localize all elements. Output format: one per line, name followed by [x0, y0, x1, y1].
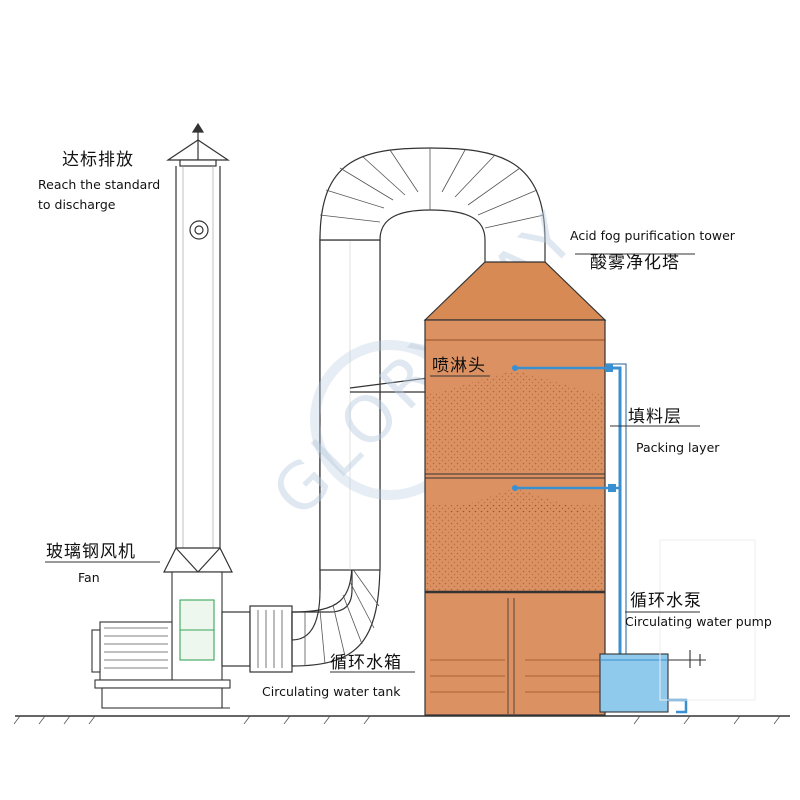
pump-label-zh: 循环水泵	[630, 591, 702, 611]
purification-tower	[423, 261, 607, 716]
tower-label-en: Acid fog purification tower	[570, 228, 736, 243]
pump-label-en: Circulating water pump	[625, 614, 772, 629]
exhaust-stack	[163, 122, 233, 573]
fan-assembly	[91, 571, 231, 709]
tank-label-zh: 循环水箱	[330, 653, 402, 673]
discharge-label-en-line2: to discharge	[38, 197, 116, 212]
discharge-label-en-line1: Reach the standard	[38, 177, 160, 192]
water-piping	[512, 363, 627, 698]
discharge-label-zh: 达标排放	[62, 150, 134, 170]
connecting-duct	[221, 147, 546, 673]
ground-line	[13, 715, 790, 725]
fan-label-zh: 玻璃钢风机	[46, 542, 136, 562]
water-pump-tank	[599, 650, 706, 714]
tank-label-en: Circulating water tank	[262, 684, 401, 699]
spray-head-label-zh: 喷淋头	[432, 356, 486, 376]
leader-lines	[45, 253, 700, 673]
fan-label-en: Fan	[78, 570, 100, 585]
background-panel	[659, 539, 756, 701]
packing-layer-label-zh: 填料层	[628, 407, 682, 427]
packing-layer-label-en: Packing layer	[636, 440, 720, 455]
tower-label-zh: 酸雾净化塔	[590, 253, 680, 273]
